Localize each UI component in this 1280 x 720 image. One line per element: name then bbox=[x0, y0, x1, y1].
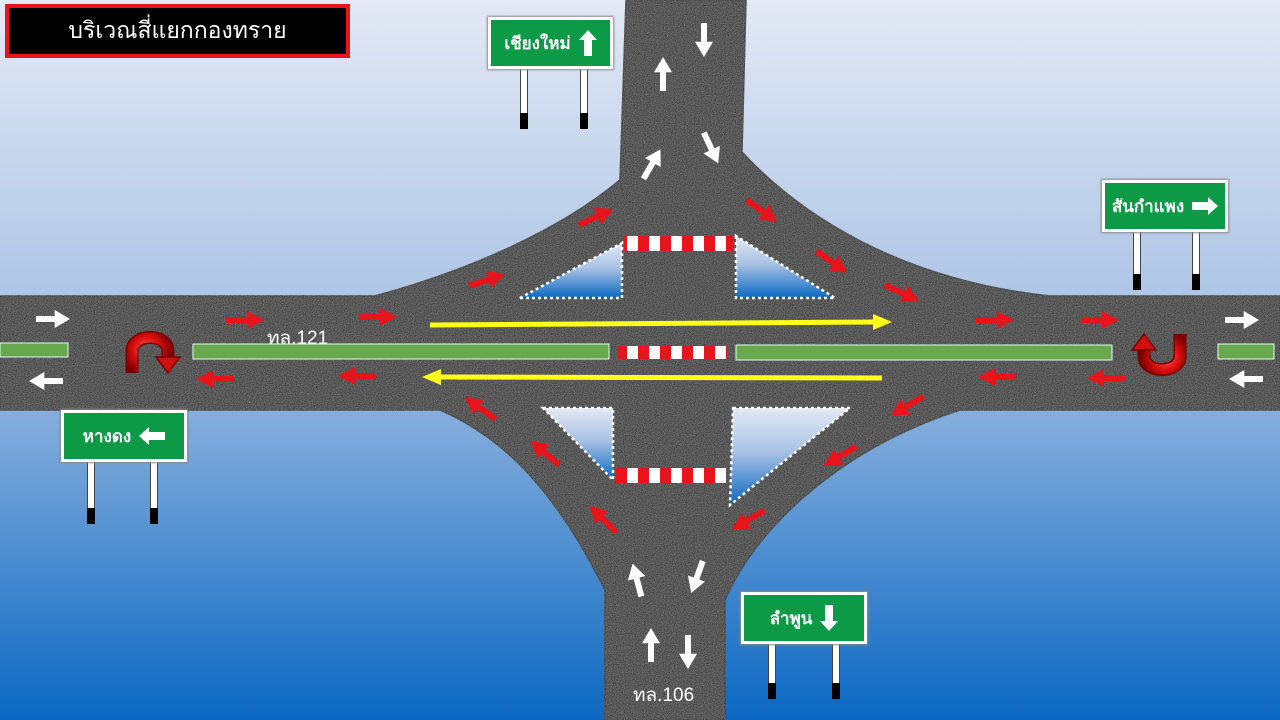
flow-arrow bbox=[1081, 311, 1119, 329]
flow-arrow bbox=[468, 270, 506, 289]
sign-north: เชียงใหม่ bbox=[488, 17, 613, 129]
flow-arrow bbox=[814, 248, 848, 273]
sign-post bbox=[1192, 228, 1200, 290]
flow-arrow bbox=[464, 397, 498, 422]
flow-arrow bbox=[978, 368, 1016, 386]
page-title: บริเวณสี่แยกกองทราย bbox=[5, 4, 350, 58]
island-northwest bbox=[519, 240, 624, 300]
lane-arrow bbox=[29, 372, 63, 390]
flow-arrow bbox=[226, 311, 264, 329]
lane-arrow bbox=[627, 563, 646, 598]
traffic-islands bbox=[519, 233, 854, 508]
through-arrows bbox=[422, 314, 892, 385]
sign-board: เชียงใหม่ bbox=[488, 17, 613, 69]
island-northeast bbox=[734, 233, 840, 300]
flow-arrow bbox=[196, 370, 234, 388]
lane-arrow bbox=[1229, 370, 1263, 388]
sign-east: สันกำแพง bbox=[1102, 180, 1228, 290]
sign-label: ลำพูน bbox=[769, 608, 813, 629]
flow-arrow bbox=[823, 443, 858, 466]
road-label-main: ทล.121 bbox=[267, 328, 329, 349]
flow-arrow bbox=[530, 440, 562, 468]
title-text: บริเวณสี่แยกกองทราย bbox=[68, 18, 287, 44]
road-label-south: ทล.106 bbox=[633, 685, 695, 706]
u-turn-icon bbox=[125, 331, 182, 375]
flow-arrow bbox=[589, 505, 619, 535]
sign-west: หางดง bbox=[61, 410, 187, 524]
lane-arrow bbox=[654, 57, 672, 91]
flow-arrow bbox=[976, 311, 1014, 329]
sign-south: ลำพูน bbox=[741, 592, 867, 699]
median-center-checker bbox=[618, 346, 727, 359]
lane-arrow bbox=[695, 23, 713, 57]
median-east bbox=[735, 344, 1113, 361]
sign-board: ลำพูน bbox=[741, 592, 867, 644]
lane-arrow bbox=[36, 310, 70, 328]
flow-arrow bbox=[890, 393, 925, 416]
flow-arrow bbox=[577, 208, 614, 228]
through-arrow-westbound bbox=[422, 369, 883, 385]
sign-post bbox=[520, 65, 528, 129]
sign-board: สันกำแพง bbox=[1102, 180, 1228, 232]
down-arrow bbox=[820, 605, 839, 631]
sign-post bbox=[768, 640, 776, 699]
u-turn-icon bbox=[1130, 332, 1187, 376]
right-arrow bbox=[1192, 197, 1219, 215]
median-west bbox=[192, 343, 610, 360]
sign-post bbox=[87, 458, 95, 524]
lane-arrow bbox=[640, 149, 661, 181]
sign-post bbox=[832, 640, 840, 699]
flow-arrows bbox=[196, 197, 1125, 535]
up-arrow bbox=[578, 30, 597, 56]
median-far-east bbox=[1217, 343, 1275, 360]
island-southeast bbox=[728, 406, 854, 508]
flow-arrow bbox=[731, 507, 766, 530]
left-arrow bbox=[139, 427, 166, 445]
sign-label: หางดง bbox=[82, 426, 132, 447]
flow-arrow bbox=[338, 367, 376, 385]
sign-label: สันกำแพง bbox=[1111, 196, 1185, 217]
lane-arrows bbox=[29, 23, 1263, 669]
sign-post bbox=[580, 65, 588, 129]
sign-post bbox=[1133, 228, 1141, 290]
flow-arrow bbox=[744, 197, 778, 222]
sign-board: หางดง bbox=[61, 410, 187, 462]
checker-north bbox=[624, 236, 733, 251]
flow-arrow bbox=[1087, 369, 1125, 387]
flow-arrow bbox=[883, 282, 920, 302]
lane-arrow bbox=[679, 635, 697, 669]
lane-arrow bbox=[687, 559, 706, 593]
through-arrow-eastbound bbox=[429, 314, 892, 330]
checker-south bbox=[616, 468, 726, 483]
medians bbox=[0, 236, 1275, 483]
lane-arrow bbox=[701, 131, 720, 164]
lane-arrow bbox=[642, 628, 660, 662]
flow-arrow bbox=[359, 308, 397, 326]
lane-arrow bbox=[1225, 311, 1259, 329]
sign-post bbox=[150, 458, 158, 524]
sign-label: เชียงใหม่ bbox=[504, 33, 571, 54]
median-far-west bbox=[0, 342, 69, 358]
island-southwest bbox=[540, 406, 615, 484]
